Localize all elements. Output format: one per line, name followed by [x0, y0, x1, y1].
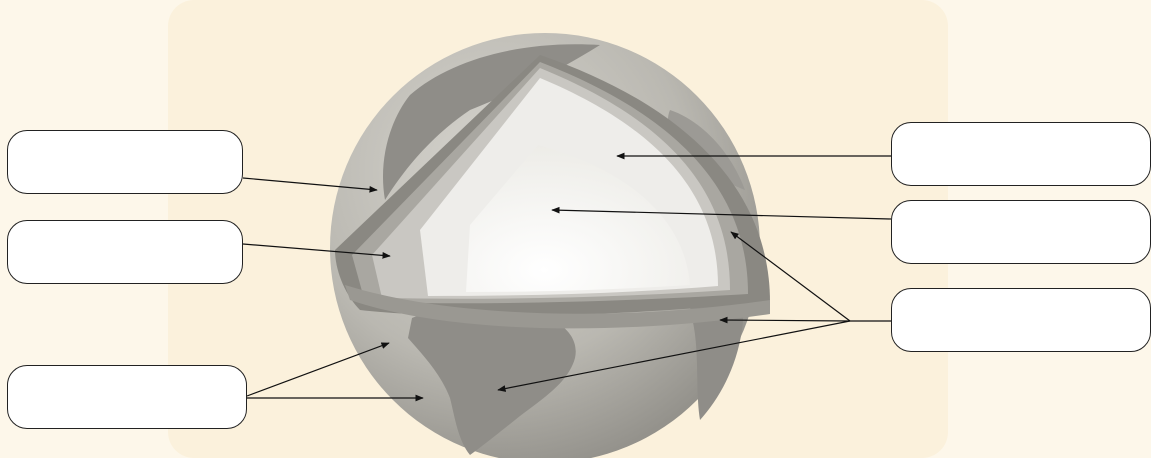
label-box-right-bottom[interactable]: [891, 288, 1151, 352]
label-box-left-middle[interactable]: [7, 220, 243, 284]
label-box-right-middle[interactable]: [891, 200, 1151, 264]
label-box-right-top[interactable]: [891, 122, 1151, 186]
label-box-left-top[interactable]: [7, 130, 243, 194]
label-box-left-bottom[interactable]: [7, 365, 247, 429]
